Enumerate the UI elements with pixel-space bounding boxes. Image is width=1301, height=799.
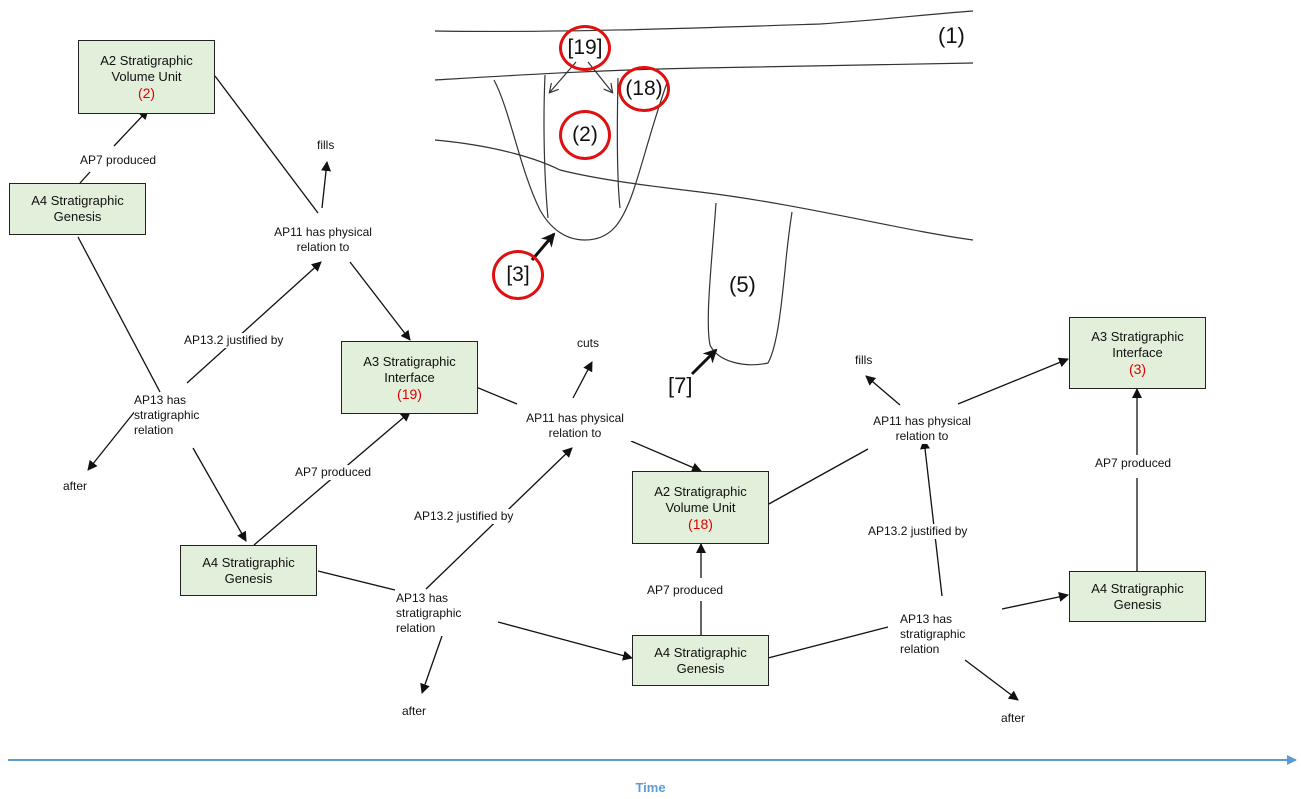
edge-label-ap7-produced: AP7 produced [647,583,724,598]
node-number: (18) [688,515,713,532]
node-a3-interface-3[interactable]: A3 Stratigraphic Interface (3) [1069,317,1206,389]
section-label-1: (1) [938,23,965,48]
edge-label-ap13-2: AP13.2 justified by [414,509,514,524]
edge-label-ap13: AP13 has stratigraphic relation [396,591,468,636]
edge-label-ap13: AP13 has stratigraphic relation [900,612,972,657]
node-a4-genesis-top[interactable]: A4 Stratigraphic Genesis [9,183,146,235]
timeline-label: Time [635,780,666,795]
node-a4-genesis-mid[interactable]: A4 Stratigraphic Genesis [180,545,317,596]
pit-outline [493,79,669,241]
section-drawing [434,10,974,366]
section-label-3: [3] [506,263,530,286]
node-a4-genesis-low[interactable]: A4 Stratigraphic Genesis [632,635,769,686]
edge-label-ap11: AP11 has physical relation to [265,225,381,255]
edge-label-fills: fills [317,138,335,153]
edge-label-ap7-produced: AP7 produced [80,153,157,168]
edge-label-fills: fills [855,353,873,368]
layer-boundary-second [434,62,974,81]
layer-boundary-third [434,139,974,241]
node-a3-interface-19[interactable]: A3 Stratigraphic Interface (19) [341,341,478,414]
edge-label-after: after [1001,711,1026,726]
node-title: A4 Stratigraphic Genesis [31,193,124,224]
node-a4-genesis-right[interactable]: A4 Stratigraphic Genesis [1069,571,1206,622]
edge-label-ap13: AP13 has stratigraphic relation [134,393,206,438]
edge-label-ap11: AP11 has physical relation to [866,414,978,444]
node-title: A3 Stratigraphic Interface [363,353,456,385]
layer-boundary-top [434,10,974,33]
edge-label-ap7-produced: AP7 produced [1095,456,1172,471]
section-label-19: [19] [567,36,603,59]
node-title: A4 Stratigraphic Genesis [1091,580,1184,612]
edge-label-ap13-2: AP13.2 justified by [184,333,284,348]
section-label-18: (18) [625,77,663,100]
node-title: A2 Stratigraphic Volume Unit [100,53,193,84]
graph-edges [77,75,1142,701]
section-marker-2: (2) [559,110,611,160]
section-label-5: (5) [729,272,756,297]
node-number: (2) [137,85,156,101]
edge-label-cuts: cuts [577,336,600,351]
node-number: (3) [1128,361,1147,377]
node-number: (19) [397,385,422,402]
edge-label-after: after [63,479,88,494]
section-label-2: (2) [572,123,598,146]
edge-label-ap7-produced: AP7 produced [295,465,372,480]
section-marker-18: (18) [618,66,670,112]
node-title: A2 Stratigraphic Volume Unit [654,483,747,515]
edge-label-ap13-2: AP13.2 justified by [868,524,968,539]
section-label-7: [7] [668,373,693,398]
section-marker-19: [19] [559,25,611,71]
node-a2-volume-unit-2[interactable]: A2 Stratigraphic Volume Unit (2) [78,40,215,114]
section-marker-3: [3] [492,250,544,300]
node-a2-volume-unit-18[interactable]: A2 Stratigraphic Volume Unit (18) [632,471,769,544]
section-arrows [530,61,718,376]
pit-inner-left [543,74,549,219]
edge-label-after: after [402,704,427,719]
pit-inner-right [616,77,621,209]
post-hole-outline [707,202,793,366]
node-title: A3 Stratigraphic Interface [1091,329,1184,360]
node-title: A4 Stratigraphic Genesis [202,554,295,586]
node-title: A4 Stratigraphic Genesis [654,644,747,676]
edge-label-ap11: AP11 has physical relation to [514,411,636,441]
